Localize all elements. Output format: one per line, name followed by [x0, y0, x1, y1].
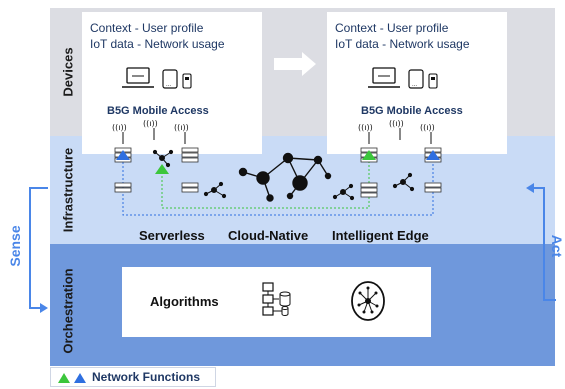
transition-arrow-icon [274, 52, 316, 76]
cloud-native-graph-icon [238, 152, 332, 202]
act-arrow-icon [526, 183, 556, 301]
device-panel-right: Context - User profile IoT data - Networ… [327, 12, 507, 154]
act-label: Act [549, 234, 565, 258]
panel-left-access-label: B5G Mobile Access [107, 105, 209, 117]
svg-text:((ı)): ((ı)) [420, 123, 435, 132]
antenna-group-right: ((ı)) ((ı)) ((ı)) [358, 119, 435, 144]
device-icons-right: ... [368, 67, 438, 89]
svg-text:((ı)): ((ı)) [112, 123, 127, 132]
orchestration-box: Algorithms [122, 267, 431, 337]
svg-text:((ı)): ((ı)) [358, 123, 373, 132]
antenna-icon: ((ı)) ((ı)) ((ı)) [112, 119, 189, 144]
brain-ai-icon [351, 281, 385, 321]
network-function-blue-icon [116, 150, 130, 160]
legend: Network Functions [50, 367, 216, 387]
device-panel-left: Context - User profile IoT data - Networ… [82, 12, 262, 154]
panel-left-iot-line: IoT data - Network usage [90, 37, 225, 51]
sense-label: Sense [7, 225, 23, 267]
phone-icon [428, 73, 438, 89]
svg-text:...: ... [166, 82, 171, 88]
antenna-group-left: ((ı)) ((ı)) ((ı)) [112, 119, 189, 144]
device-icons-left: ... [122, 67, 192, 89]
laptop-icon [122, 67, 154, 88]
antenna-icon: ((ı)) ((ı)) ((ı)) [358, 119, 435, 144]
svg-text:((ı)): ((ı)) [389, 119, 404, 128]
flowchart-icon [262, 282, 291, 316]
tablet-icon: ... [408, 69, 424, 89]
network-function-green-icon [362, 150, 376, 160]
cloud-native-label: Cloud-Native [228, 228, 309, 243]
panel-right-context-line: Context - User profile [335, 21, 449, 35]
graph-node-icon [152, 149, 415, 201]
panel-right-access-label: B5G Mobile Access [361, 105, 463, 117]
network-function-blue-icon [426, 150, 440, 160]
network-function-green-icon [155, 164, 169, 174]
legend-label: Network Functions [92, 370, 201, 384]
intelligent-edge-label: Intelligent Edge [332, 228, 429, 243]
panel-right-iot-line: IoT data - Network usage [335, 37, 470, 51]
phone-icon [182, 73, 192, 89]
tablet-icon: ... [162, 69, 178, 89]
laptop-icon [368, 67, 400, 88]
svg-text:((ı)): ((ı)) [174, 123, 189, 132]
svg-text:...: ... [412, 82, 417, 88]
sense-arrow-icon [29, 187, 48, 313]
panel-left-context-line: Context - User profile [90, 21, 204, 35]
serverless-label: Serverless [139, 228, 205, 243]
legend-triangles-icon [58, 373, 86, 383]
algorithms-label: Algorithms [150, 294, 219, 309]
svg-text:((ı)): ((ı)) [143, 119, 158, 128]
